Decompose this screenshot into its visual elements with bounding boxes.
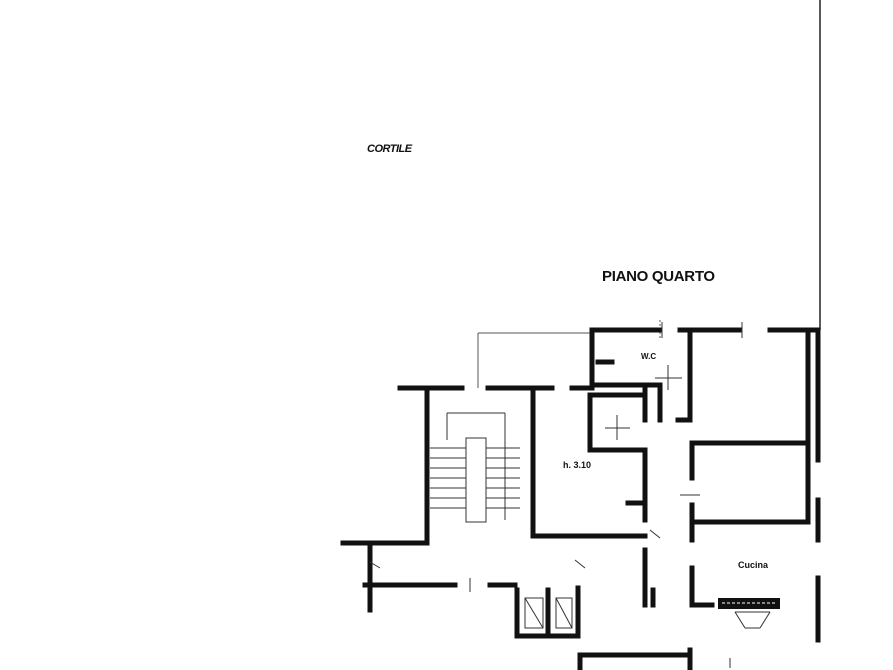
- kitchen-label: Cucina: [738, 560, 769, 570]
- exterior-walls: [340, 327, 821, 670]
- fixtures: [524, 365, 771, 629]
- wc-label: W.C: [641, 352, 657, 361]
- staircase: [430, 412, 520, 523]
- courtyard-label: CORTILE: [367, 143, 412, 155]
- door-marks: [369, 322, 743, 668]
- floor-title: PIANO QUARTO: [602, 268, 715, 285]
- ceiling-height-label: h. 3.10: [563, 460, 592, 470]
